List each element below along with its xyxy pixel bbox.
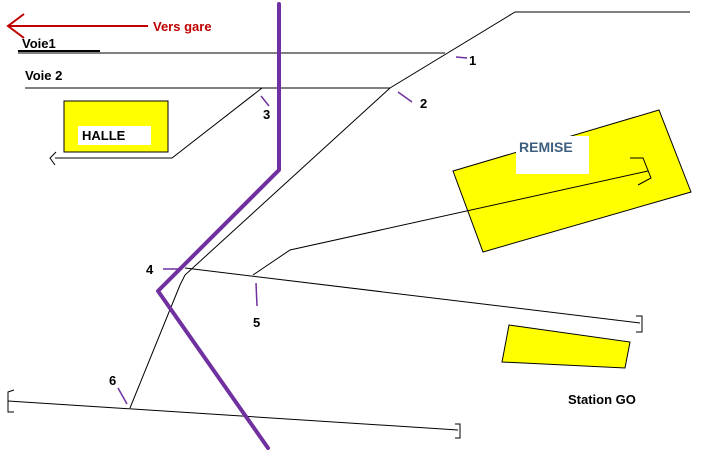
- station-go-building: [501, 324, 631, 369]
- direction-to-station: Vers gare: [6, 13, 212, 39]
- branch-5-buffer: [636, 315, 643, 333]
- switch-1-label: 1: [469, 53, 476, 68]
- switch-5: 5: [253, 282, 260, 330]
- lower-track-left-buffer: [7, 389, 15, 413]
- switch-3-tick: [260, 95, 270, 107]
- switch-1-tick: [455, 56, 468, 59]
- switch-2-tick: [397, 91, 413, 103]
- lower-track-right-buffer: [455, 423, 461, 439]
- halle-siding: [55, 87, 263, 159]
- direction-label: Vers gare: [153, 19, 212, 34]
- switch-4-label: 4: [146, 262, 154, 277]
- lower-track: [7, 400, 459, 431]
- switch-5-label: 5: [253, 315, 260, 330]
- switch-3-label: 3: [263, 107, 270, 122]
- remise-track: [252, 170, 649, 276]
- remise-label: REMISE: [519, 139, 573, 155]
- remise-track-buffer: [630, 157, 652, 186]
- remise-label-box: [516, 136, 589, 174]
- arrow-left-icon: [6, 13, 148, 39]
- switch-6-tick: [117, 387, 128, 405]
- switch-1: 1: [455, 53, 476, 68]
- switch-5-tick: [255, 282, 258, 307]
- switch-2-label: 2: [420, 96, 427, 111]
- voie2-label: Voie 2: [25, 68, 62, 83]
- halle-label: HALLE: [82, 128, 126, 143]
- station-go-label: Station GO: [568, 392, 636, 407]
- halle-siding-buffer: [49, 151, 57, 166]
- remise-building: [452, 109, 692, 253]
- halle-label-box: [78, 126, 151, 145]
- switch-3: 3: [260, 95, 270, 122]
- tracks: [7, 11, 690, 439]
- switch-4: 4: [146, 262, 180, 277]
- switch-6: 6: [109, 373, 128, 405]
- switch-6-label: 6: [109, 373, 116, 388]
- route-path: [156, 2, 281, 450]
- diagonal-upper-track: [129, 11, 690, 409]
- branch-5-track: [184, 267, 641, 324]
- voie1-label: Voie1: [22, 36, 56, 51]
- switch-2: 2: [397, 91, 427, 111]
